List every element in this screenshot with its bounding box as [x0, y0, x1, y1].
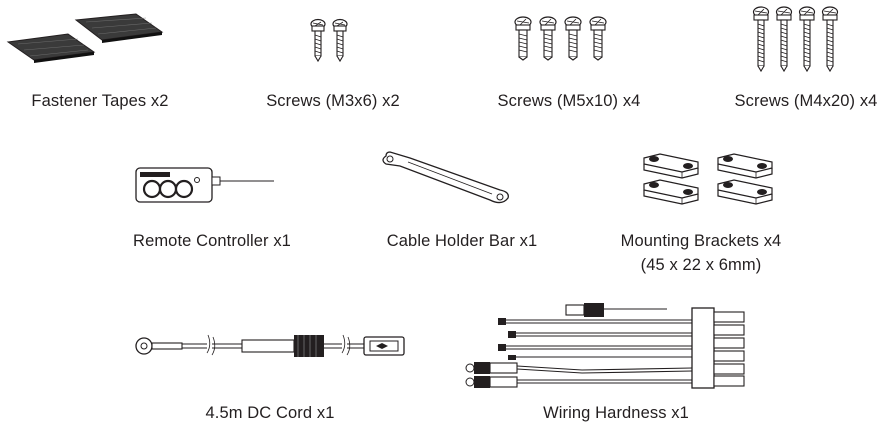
screws-m4x20-label: Screws (M4x20) x4	[734, 92, 878, 110]
remote-controller-label: Remote Controller x1	[133, 232, 291, 250]
cable-holder-bar-icon	[382, 151, 509, 204]
screws-m3x6-label: Screws (M3x6) x2	[266, 92, 400, 110]
screw-m3x6-icon	[310, 18, 348, 63]
mounting-brackets-dimensions: (45 x 22 x 6mm)	[640, 256, 762, 274]
remote-controller-icon	[135, 167, 274, 203]
fastener-tapes-label: Fastener Tapes x2	[31, 92, 169, 110]
screw-m4x20-icon	[752, 6, 839, 73]
mounting-brackets-label: Mounting Brackets x4	[620, 232, 782, 250]
fastener-tapes-icon	[6, 13, 164, 63]
dc-cord-icon	[135, 334, 405, 357]
screws-m5x10-label: Screws (M5x10) x4	[497, 92, 641, 110]
mounting-bracket-icon	[643, 153, 773, 205]
wiring-harness-label: Wiring Hardness x1	[543, 404, 689, 422]
cable-holder-bar-label: Cable Holder Bar x1	[386, 232, 538, 250]
wiring-harness-icon	[465, 303, 745, 389]
screw-m5x10-icon	[514, 16, 607, 61]
dc-cord-label: 4.5m DC Cord x1	[205, 404, 335, 422]
